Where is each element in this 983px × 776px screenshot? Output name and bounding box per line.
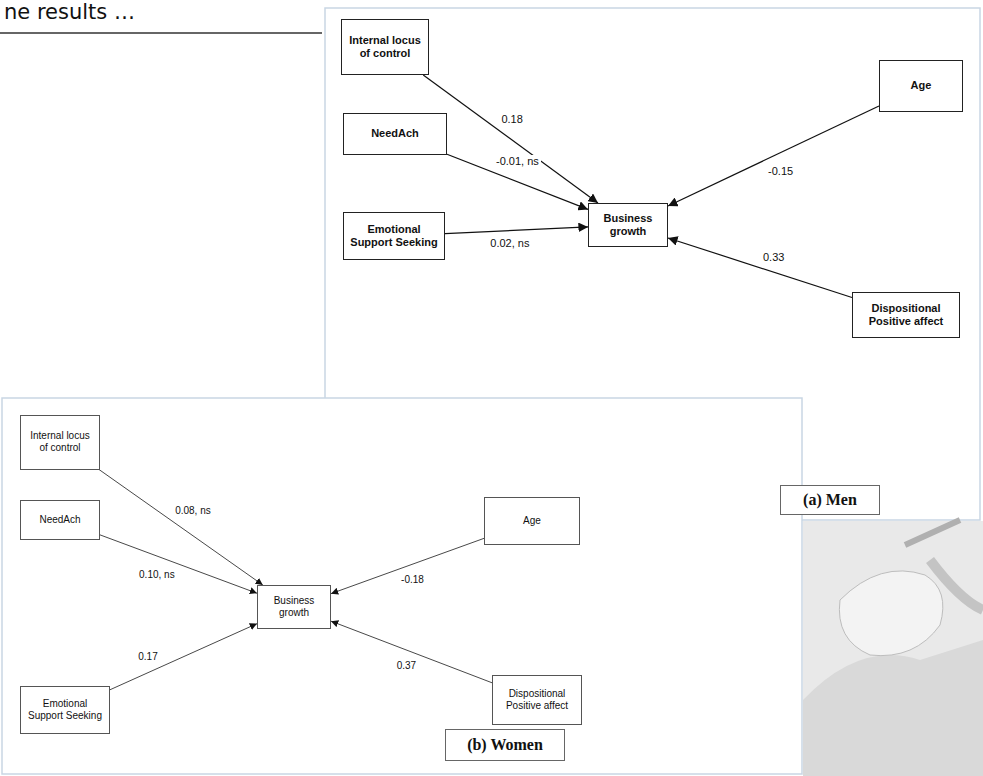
node-text: Internal locus of control — [347, 34, 423, 60]
path-arrow — [668, 106, 879, 206]
predictor-box: Age — [484, 497, 580, 545]
path-coefficient: -0.15 — [766, 165, 795, 177]
predictor-box: Emotional Support Seeking — [20, 686, 110, 734]
slide-title: ne results … — [4, 0, 135, 24]
predictor-box: Internal locus of control — [20, 415, 100, 470]
path-arrow — [99, 470, 263, 586]
path-coefficient: 0.37 — [395, 660, 418, 671]
path-coefficient: -0.18 — [399, 574, 426, 585]
photo-chair — [803, 640, 983, 776]
photo-strap — [930, 560, 983, 610]
node-text: Internal locus of control — [26, 430, 94, 454]
predictor-box: NeedAch — [343, 113, 447, 155]
photo-background — [803, 521, 983, 776]
photo-pen — [905, 520, 960, 545]
path-arrow — [445, 227, 588, 234]
path-arrow — [331, 538, 484, 593]
path-arrow — [423, 75, 598, 203]
node-text: Emotional Support Seeking — [26, 698, 104, 722]
panel-label: (a) Men — [780, 485, 880, 515]
path-arrow — [447, 154, 588, 209]
path-arrow — [331, 621, 492, 683]
predictor-box: Dispositional Positive affect — [852, 292, 960, 338]
path-arrow — [668, 238, 852, 298]
node-text: NeedAch — [371, 127, 419, 140]
node-text: Age — [523, 515, 541, 527]
outcome-box: Business growth — [588, 203, 668, 247]
path-coefficient: 0.17 — [136, 651, 159, 662]
path-coefficient: -0.01, ns — [494, 155, 541, 167]
path-arrow — [100, 535, 257, 593]
predictor-box: Dispositional Positive affect — [492, 675, 582, 725]
node-text: Business growth — [263, 595, 325, 619]
node-text: (b) Women — [467, 735, 543, 754]
photo-hand — [839, 571, 942, 656]
node-text: Dispositional Positive affect — [498, 688, 576, 712]
path-coefficient: 0.08, ns — [173, 505, 213, 516]
title-underline — [0, 32, 322, 34]
outcome-box: Business growth — [257, 585, 331, 629]
panel-label: (b) Women — [445, 729, 565, 761]
predictor-box: Emotional Support Seeking — [343, 212, 445, 260]
path-arrow — [110, 624, 257, 690]
panel-frame — [2, 398, 802, 774]
node-text: Dispositional Positive affect — [858, 302, 954, 328]
path-coefficient: 0.18 — [499, 113, 524, 125]
predictor-box: NeedAch — [20, 500, 100, 540]
node-text: (a) Men — [803, 490, 857, 509]
node-text: Age — [911, 79, 932, 92]
node-text: NeedAch — [39, 514, 80, 526]
node-text: Business growth — [594, 212, 662, 238]
predictor-box: Age — [879, 60, 963, 112]
predictor-box: Internal locus of control — [341, 19, 429, 75]
path-coefficient: 0.02, ns — [488, 237, 531, 249]
node-text: Emotional Support Seeking — [349, 223, 439, 249]
path-coefficient: 0.10, ns — [137, 569, 177, 580]
path-coefficient: 0.33 — [761, 251, 786, 263]
